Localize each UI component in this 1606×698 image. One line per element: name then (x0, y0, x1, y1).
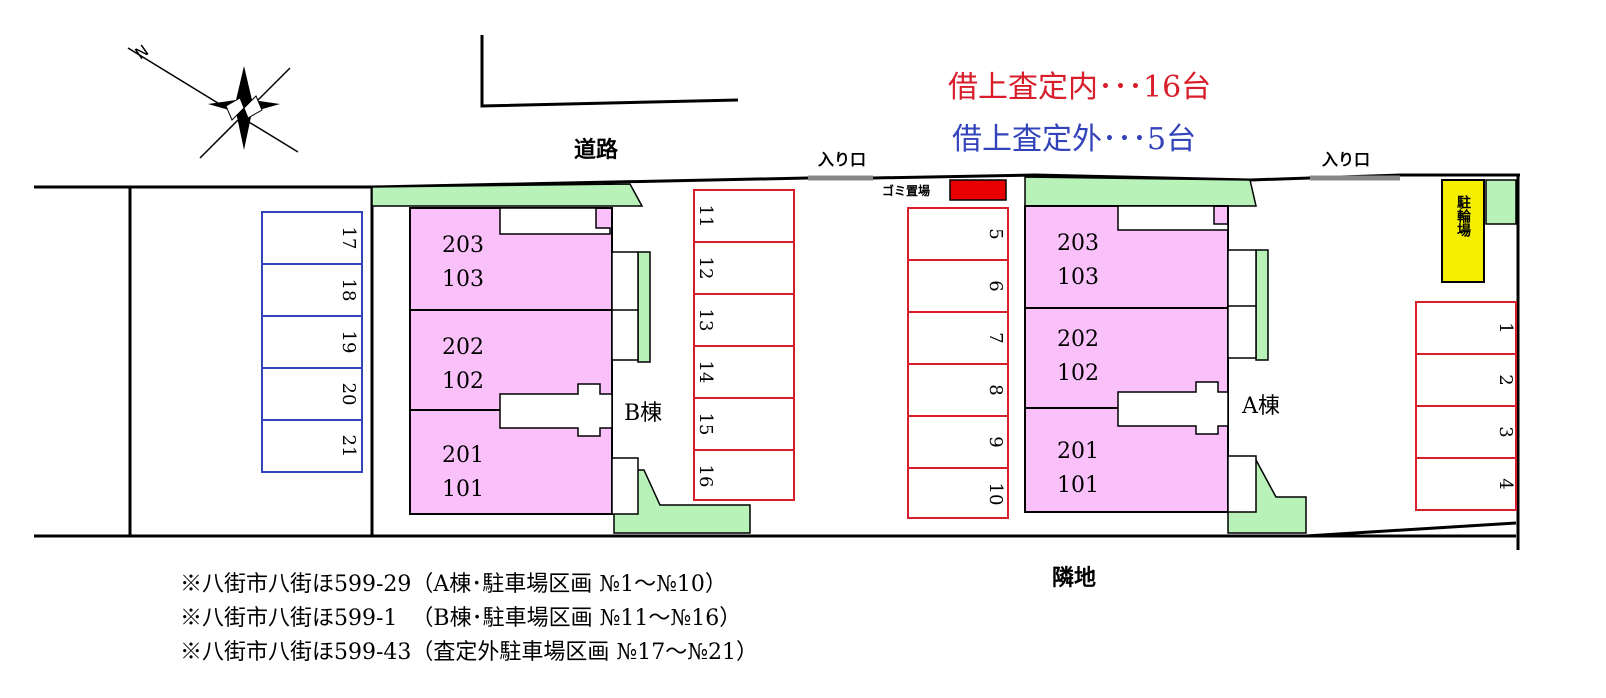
space-10: 10 (985, 483, 1006, 506)
bicycle-parking (1441, 179, 1485, 283)
room-a-103: 103 (1057, 265, 1099, 290)
parking-inside-b-numbers: 11 12 13 14 15 16 (695, 205, 716, 488)
space-17: 17 (338, 227, 359, 250)
space-21: 21 (338, 435, 359, 458)
building-a-rooms: 203 103 202 102 201 101 (1057, 231, 1099, 498)
room-b-202: 202 (442, 335, 484, 360)
room-a-202: 202 (1057, 327, 1099, 352)
space-8: 8 (985, 384, 1006, 395)
space-13: 13 (695, 309, 716, 332)
space-16: 16 (695, 465, 716, 488)
road-corner-line (480, 35, 739, 108)
entrance-label-1: 入り口 (818, 150, 866, 169)
room-a-201: 201 (1057, 439, 1099, 464)
space-15: 15 (695, 413, 716, 436)
garbage-label: ゴミ置場 (882, 183, 930, 198)
room-a-102: 102 (1057, 361, 1099, 386)
room-b-103: 103 (442, 267, 484, 292)
address-note-2: ※八街市八街ほ599-1 （B棟･駐車場区画 №11～№16） (180, 606, 742, 631)
building-a-label: A棟 (1241, 394, 1280, 419)
legend-inside: 借上査定内･･･16台 (948, 70, 1212, 105)
room-b-101: 101 (442, 477, 484, 502)
space-1: 1 (1495, 322, 1516, 333)
space-12: 12 (695, 257, 716, 280)
room-b-102: 102 (442, 369, 484, 394)
space-7: 7 (985, 332, 1006, 343)
address-note-1: ※八街市八街ほ599-29（A棟･駐車場区画 №1～№10） (180, 572, 727, 597)
site-boundary (34, 173, 1520, 550)
room-a-101: 101 (1057, 473, 1099, 498)
room-a-203: 203 (1057, 231, 1099, 256)
legend-outside: 借上査定外･･･5台 (952, 122, 1197, 157)
space-2: 2 (1495, 374, 1516, 385)
parking-outside-numbers: 17 18 19 20 21 (338, 227, 359, 458)
building-b (409, 207, 639, 515)
space-19: 19 (338, 331, 359, 354)
parking-outside (261, 211, 363, 473)
road-label: 道路 (574, 137, 619, 163)
green-areas (371, 176, 1517, 534)
compass-n-label: N (131, 41, 152, 63)
entrance-label-2: 入り口 (1322, 150, 1370, 169)
room-b-203: 203 (442, 233, 484, 258)
space-4: 4 (1495, 478, 1516, 489)
building-a (1024, 205, 1257, 513)
parking-inside-a-right-numbers: 1 2 3 4 (1495, 322, 1516, 489)
address-note-3: ※八街市八街ほ599-43（査定外駐車場区画 №17～№21） (180, 640, 759, 665)
building-b-label: B棟 (624, 401, 662, 426)
garbage-area (949, 179, 1007, 201)
space-6: 6 (985, 280, 1006, 291)
bicycle-label: 駐輪場 (1455, 194, 1471, 238)
neighbor-label: 隣地 (1052, 565, 1096, 591)
space-3: 3 (1495, 426, 1516, 437)
room-b-201: 201 (442, 443, 484, 468)
space-18: 18 (338, 279, 359, 302)
parking-inside-b (693, 189, 795, 501)
space-20: 20 (338, 383, 359, 406)
compass-icon: N (127, 41, 299, 159)
parking-inside-a-mid-numbers: 5 6 7 8 9 10 (985, 228, 1006, 505)
space-5: 5 (985, 228, 1006, 239)
space-9: 9 (985, 436, 1006, 447)
building-b-rooms: 203 103 202 102 201 101 (442, 233, 484, 502)
parking-inside-a-mid (907, 207, 1009, 519)
space-14: 14 (695, 361, 716, 384)
parking-inside-a-right (1415, 301, 1517, 511)
space-11: 11 (695, 205, 716, 228)
